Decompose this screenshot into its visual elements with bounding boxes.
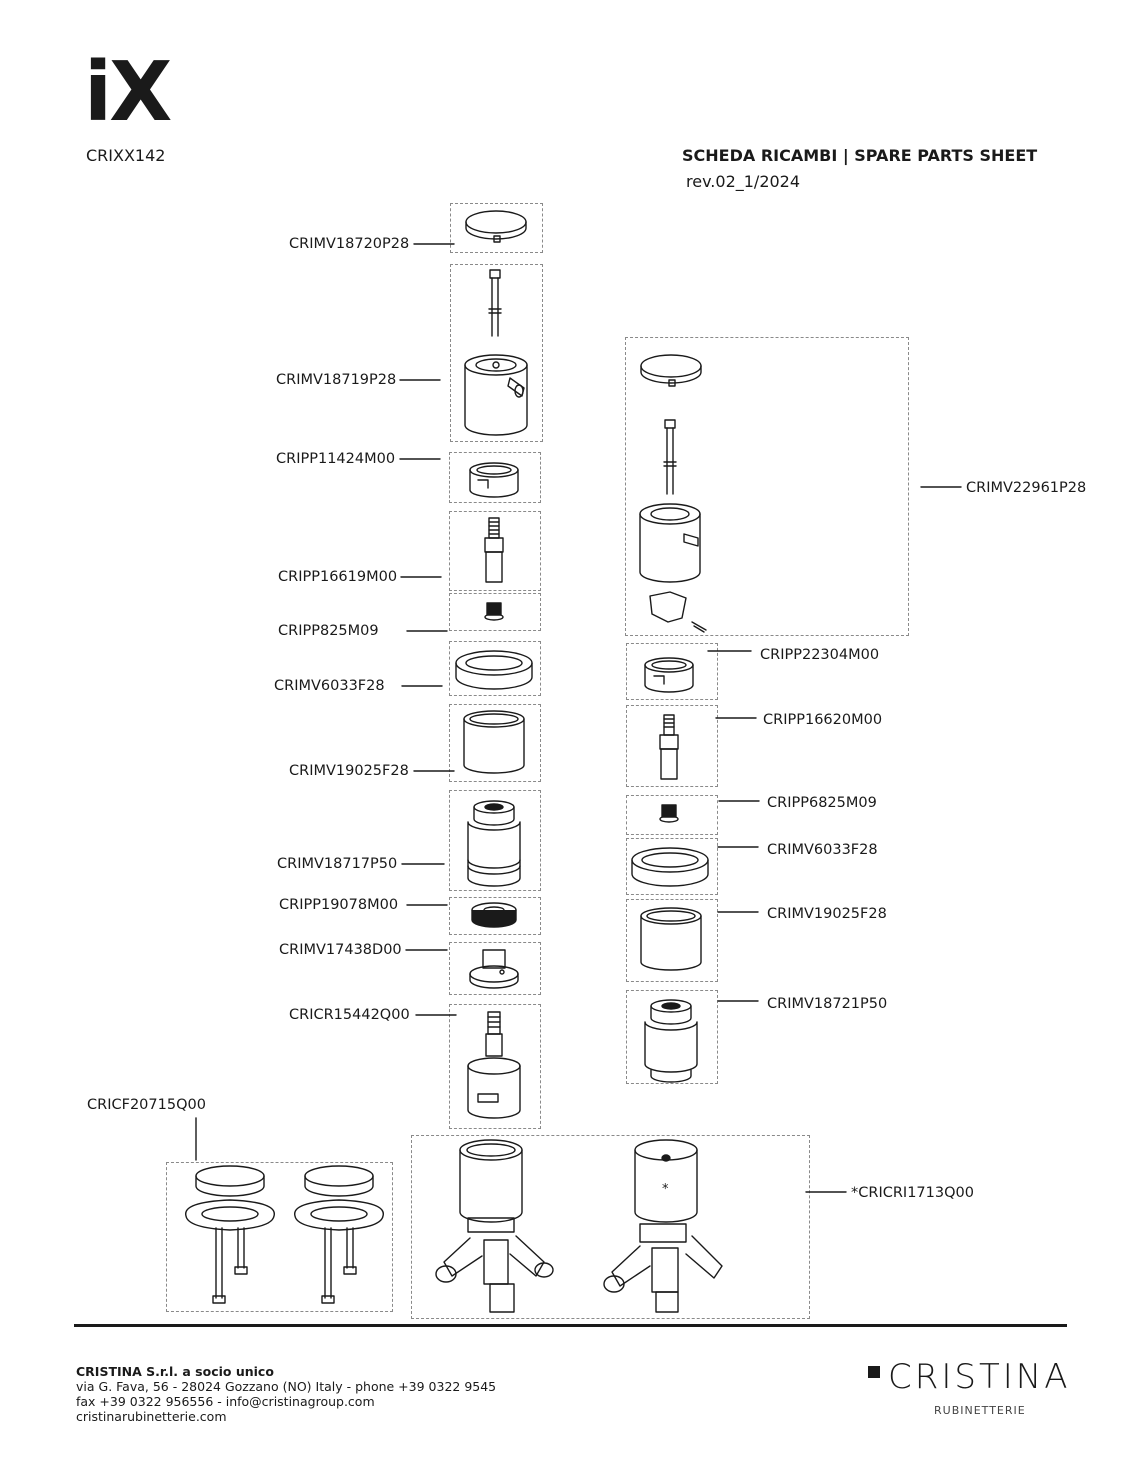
part-code-label: CRIPP11424M00 <box>276 451 396 467</box>
leader-lines-left <box>195 243 457 1161</box>
part-code-label: CRIMV19025F28 <box>767 906 887 922</box>
handle-kit-part <box>639 354 707 633</box>
brand-logo-text: CRISTINA <box>888 1357 1071 1397</box>
fixing-kit-part <box>185 1165 384 1304</box>
leader-lines-right <box>707 486 962 1193</box>
cap-part <box>465 210 527 243</box>
part-code-label: CRIMV19025F28 <box>289 763 409 779</box>
part-code-label: CRIPP16619M00 <box>278 569 398 585</box>
part-code-label: CRIMV22961P28 <box>966 480 1087 496</box>
part-code-label: CRIMV6033F28 <box>274 678 385 694</box>
part-box <box>626 795 718 835</box>
brand-subtitle: RUBINETTERIE <box>934 1404 1026 1417</box>
part-box <box>166 1162 393 1312</box>
part-code-label: CRIPP19078M00 <box>279 897 399 913</box>
part-code-label: CRIMV17438D00 <box>279 942 402 958</box>
part-box <box>625 337 909 636</box>
part-code-label: CRIPP16620M00 <box>763 712 883 728</box>
part-box <box>626 990 718 1084</box>
part-box <box>626 705 718 787</box>
handle-part <box>464 269 528 436</box>
revision: rev.02_1/2024 <box>686 172 801 191</box>
sleeve-part <box>463 710 525 774</box>
nut-part <box>484 602 504 621</box>
part-box <box>450 203 543 253</box>
company-contact: fax +39 0322 956556 - info@cristinagroup… <box>76 1394 375 1409</box>
part-box <box>450 264 543 442</box>
company-name: CRISTINA S.r.l. a socio unico <box>76 1364 274 1379</box>
part-code-label: CRIPP825M09 <box>278 623 379 639</box>
nut-part <box>659 804 679 823</box>
spindle-part <box>659 714 679 780</box>
part-code-label: CRIMV6033F28 <box>767 842 878 858</box>
sheet-title: SCHEDA RICAMBI | SPARE PARTS SHEET <box>682 146 1038 165</box>
part-box <box>449 593 541 631</box>
company-address: via G. Fava, 56 - 28024 Gozzano (NO) Ita… <box>76 1379 497 1394</box>
part-code-label: *CRICRI1713Q00 <box>851 1185 974 1201</box>
knurled-ring-part <box>471 902 517 928</box>
part-box <box>626 899 718 982</box>
part-box <box>626 643 718 700</box>
valve-body-part <box>435 1139 723 1313</box>
body-marker: * <box>662 1182 669 1197</box>
part-code-label: CRIMV18717P50 <box>277 856 398 872</box>
part-code-label: CRICF20715Q00 <box>87 1097 206 1113</box>
part-code-label: CRIPP6825M09 <box>767 795 877 811</box>
product-logo: iX <box>84 45 172 140</box>
part-box <box>449 452 541 503</box>
part-code-label: CRIPP22304M00 <box>760 647 880 663</box>
base-nut-part <box>469 949 519 989</box>
part-box <box>449 897 541 935</box>
part-code-label: CRIMV18719P28 <box>276 372 397 388</box>
footer-divider <box>74 1324 1067 1327</box>
spindle-part <box>484 517 504 583</box>
part-box <box>449 1004 541 1129</box>
part-box <box>626 838 718 895</box>
part-box <box>449 511 541 591</box>
part-code-label: CRIMV18721P50 <box>767 996 888 1012</box>
ring-part <box>455 650 533 690</box>
ring-part <box>631 847 709 887</box>
adapter-ring-part <box>644 657 694 693</box>
cartridge-part <box>467 800 521 887</box>
sleeve-part <box>640 907 702 971</box>
part-box <box>449 641 541 696</box>
part-code-label: CRIMV18720P28 <box>289 236 410 252</box>
part-code-label: CRICR15442Q00 <box>289 1007 410 1023</box>
diverter-cartridge-part <box>467 1011 521 1119</box>
company-website: cristinarubinetterie.com <box>76 1409 227 1424</box>
adapter-ring-part <box>469 462 519 498</box>
cartridge-part <box>644 999 698 1083</box>
part-box <box>449 704 541 782</box>
brand-square-icon <box>868 1366 880 1378</box>
part-box <box>449 942 541 995</box>
part-box <box>449 790 541 891</box>
part-box <box>411 1135 810 1319</box>
company-info: CRISTINA S.r.l. a socio unico via G. Fav… <box>76 1364 496 1424</box>
model-code: CRIXX142 <box>86 146 166 165</box>
